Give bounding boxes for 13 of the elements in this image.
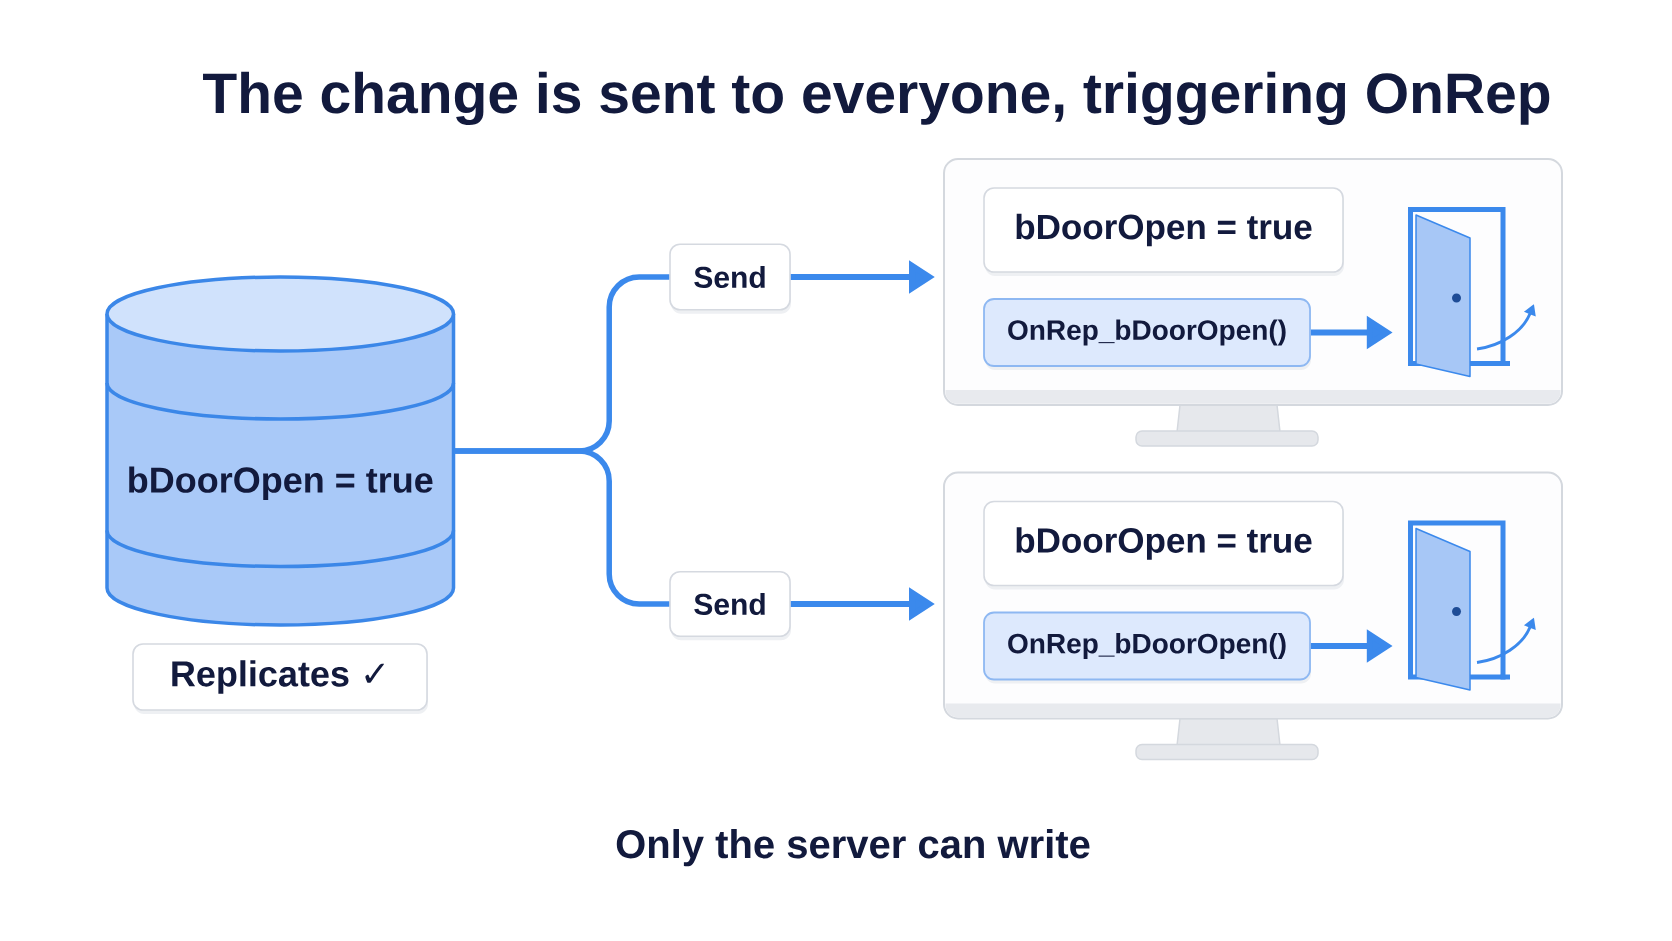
caption: Only the server can write [616,829,1090,867]
value-box: bDoorOpen = true [983,187,1344,276]
door-icon [1408,207,1536,378]
function-box: OnRep_bDoorOpen() [983,298,1311,370]
function-box: OnRep_bDoorOpen() [983,611,1311,684]
title: The change is sent to everyone, triggering OnRep [203,71,1550,126]
label-box: Replicates ✓ [132,643,428,714]
connector-line [453,448,670,607]
label-box: Send [669,243,791,314]
value-box: bDoorOpen = true [983,500,1344,590]
door-icon [1408,520,1536,691]
label-box: Send [669,570,791,641]
database-cylinder: bDoorOpen = true [105,275,456,627]
